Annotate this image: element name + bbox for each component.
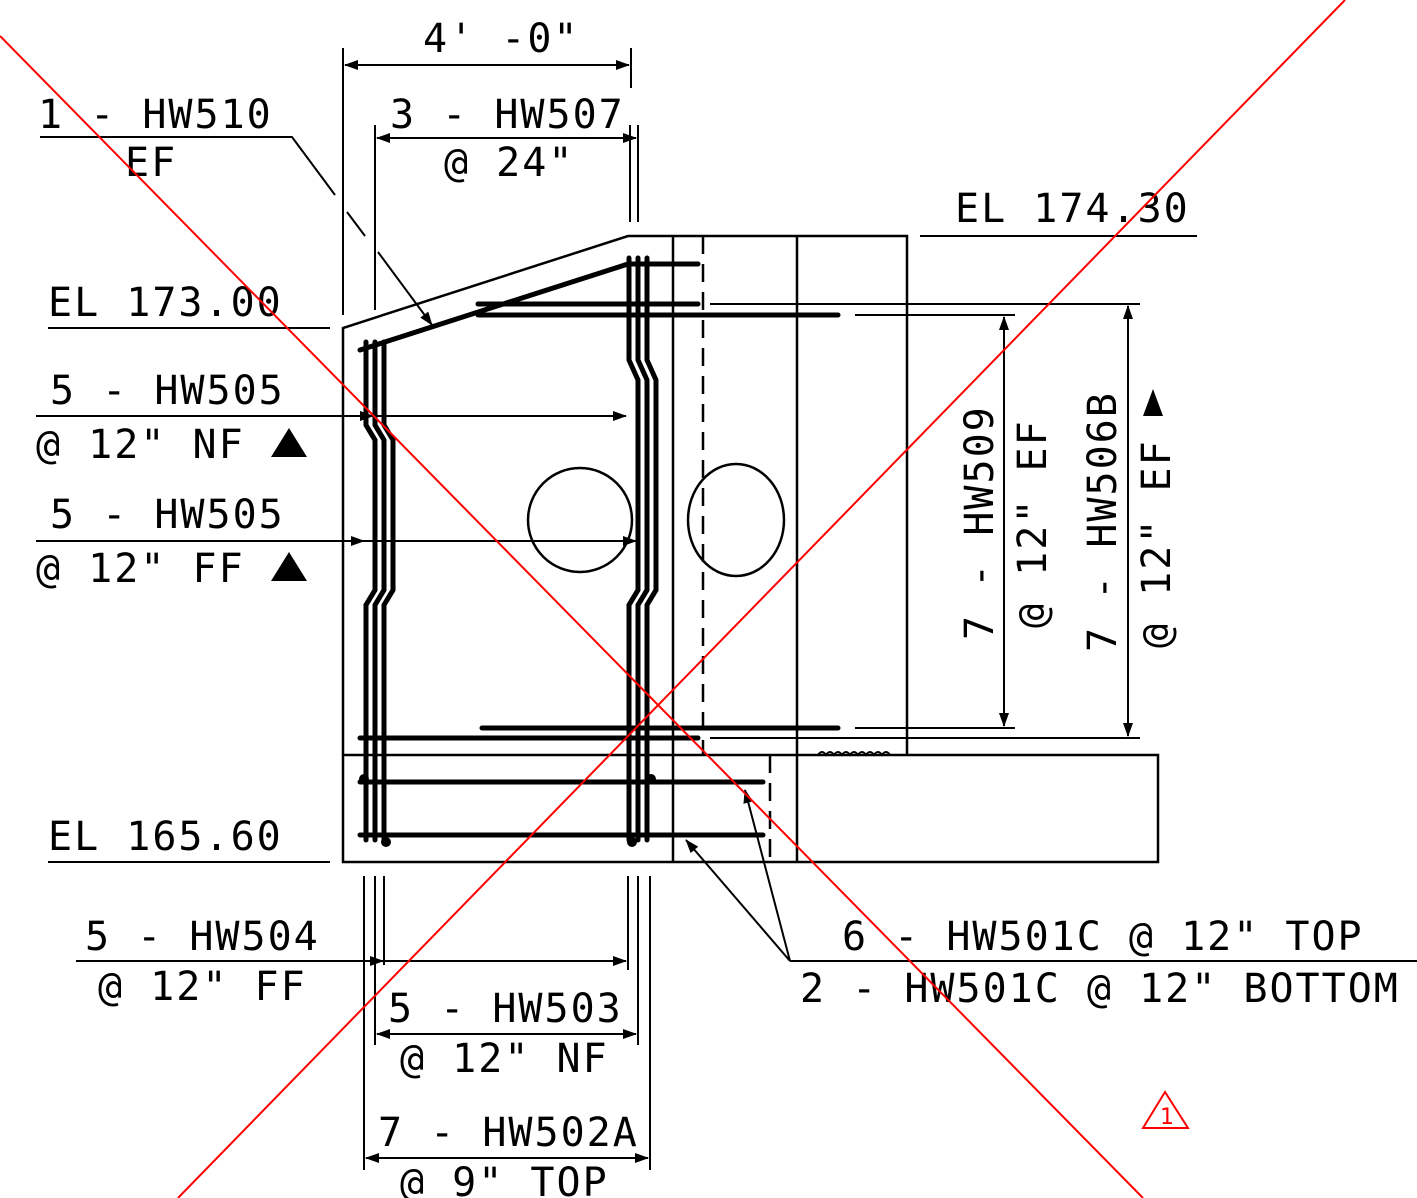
elevation-top-right-label: EL 174.30 xyxy=(955,186,1190,232)
elevation-bottom-label: EL 165.60 xyxy=(48,814,283,860)
hw510-ef-label: EF xyxy=(125,140,177,186)
hw501c-top-label: 6 - HW501C @ 12" TOP xyxy=(842,914,1364,960)
revision-delta: 1 xyxy=(1141,1090,1190,1130)
hw507-spacing-label: @ 24" xyxy=(444,140,574,186)
hw505-ff-spacing-label: @ 12" FF xyxy=(36,546,245,592)
hw502a-label: 7 - HW502A xyxy=(378,1110,639,1156)
hw503-label: 5 - HW503 xyxy=(388,986,623,1032)
revision-triangles xyxy=(271,389,1163,581)
hw510-label: 1 - HW510 xyxy=(38,92,273,138)
hw501c-bottom-label: 2 - HW501C @ 12" BOTTOM xyxy=(800,966,1400,1012)
rebar xyxy=(357,255,1015,847)
elevation-top-left-label: EL 173.00 xyxy=(48,280,283,326)
hw506b-label: 7 - HW506B xyxy=(1080,391,1126,652)
hw505-nf-spacing-label: @ 12" NF xyxy=(36,422,245,468)
revision-delta-number: 1 xyxy=(1160,1105,1174,1130)
labels: 4' -0" 1 - HW510 EF 3 - HW507 @ 24" EL 1… xyxy=(36,16,1400,1198)
width-dimension-label: 4' -0" xyxy=(423,16,580,62)
hw509-label: 7 - HW509 xyxy=(957,405,1003,640)
hw505-ff-label: 5 - HW505 xyxy=(50,492,285,538)
hw509-spacing-label: @ 12" EF xyxy=(1010,419,1056,628)
wall-outline xyxy=(341,234,909,862)
hw504-label: 5 - HW504 xyxy=(85,914,320,960)
construction-joint-keyway xyxy=(817,751,891,757)
hw507-label: 3 - HW507 xyxy=(390,92,625,138)
void-cross xyxy=(0,0,1346,1198)
hw504-spacing-label: @ 12" FF xyxy=(98,964,307,1010)
hw502a-spacing-label: @ 9" TOP xyxy=(400,1160,609,1198)
hw503-spacing-label: @ 12" NF xyxy=(400,1036,609,1082)
dimension-lines xyxy=(36,48,1417,1170)
footing-outline xyxy=(341,751,1160,864)
pipe-opening-right xyxy=(686,462,786,578)
pipe-openings xyxy=(526,462,786,578)
pipe-opening-left xyxy=(526,466,634,574)
hw505-nf-label: 5 - HW505 xyxy=(50,368,285,414)
hw506b-spacing-label: @ 12" EF xyxy=(1134,439,1180,648)
